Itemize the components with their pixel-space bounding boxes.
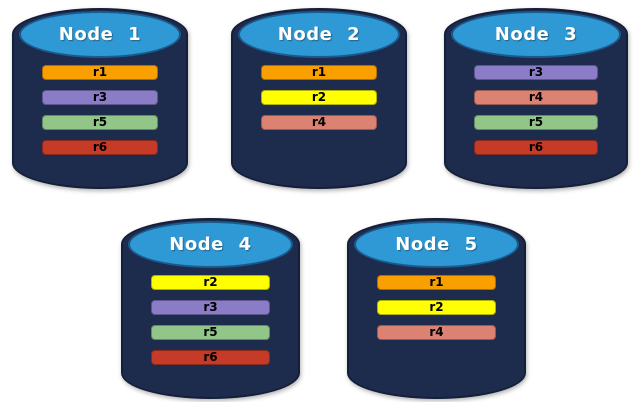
cylinder-top-ellipse: Node 1 [19, 11, 181, 58]
node-cylinder-2: Node 2 r1 r2 r4 [231, 8, 407, 189]
replica-list: r1 r2 r4 [261, 65, 377, 130]
replica-bar: r5 [151, 325, 270, 340]
replica-bar: r4 [474, 90, 598, 105]
replica-bar: r6 [151, 350, 270, 365]
cylinder-top-ellipse: Node 5 [354, 221, 519, 268]
cylinder-top-ellipse: Node 2 [238, 11, 400, 58]
node-cylinder-5: Node 5 r1 r2 r4 [347, 218, 526, 399]
replica-bar: r4 [377, 325, 496, 340]
node-title: Node 5 [395, 234, 478, 255]
replica-bar: r6 [474, 140, 598, 155]
replica-label: r2 [203, 275, 218, 289]
replica-bar: r4 [261, 115, 377, 130]
node-cylinder-4: Node 4 r2 r3 r5 r6 [121, 218, 300, 399]
replica-bar: r2 [261, 90, 377, 105]
replica-list: r3 r4 r5 r6 [474, 65, 598, 155]
replica-label: r6 [92, 140, 108, 154]
replica-label: r6 [203, 350, 218, 364]
node-title: Node 3 [494, 24, 578, 45]
replica-list: r1 r3 r5 r6 [42, 65, 158, 155]
replica-label: r1 [429, 275, 444, 289]
replica-bar: r5 [42, 115, 158, 130]
replica-label: r3 [203, 300, 218, 314]
replica-label: r3 [528, 65, 544, 79]
cylinder-top-ellipse: Node 4 [128, 221, 293, 268]
node-title: Node 1 [58, 24, 142, 45]
replica-label: r4 [528, 90, 544, 104]
replica-bar: r6 [42, 140, 158, 155]
replica-bar: r3 [42, 90, 158, 105]
replica-label: r5 [528, 115, 544, 129]
replica-list: r1 r2 r4 [377, 275, 496, 340]
replica-bar: r1 [42, 65, 158, 80]
replica-label: r5 [92, 115, 108, 129]
replica-list: r2 r3 r5 r6 [151, 275, 270, 365]
node-cylinder-1: Node 1 r1 r3 r5 r6 [12, 8, 188, 189]
replica-label: r6 [528, 140, 544, 154]
cylinder-top-ellipse: Node 3 [451, 11, 621, 58]
replica-bar: r1 [377, 275, 496, 290]
replica-label: r2 [429, 300, 444, 314]
replica-bar: r1 [261, 65, 377, 80]
replica-bar: r2 [151, 275, 270, 290]
node-title: Node 2 [277, 24, 361, 45]
replica-bar: r5 [474, 115, 598, 130]
replica-label: r2 [311, 90, 327, 104]
replica-label: r1 [92, 65, 108, 79]
replica-label: r4 [429, 325, 444, 339]
replica-bar: r3 [151, 300, 270, 315]
replica-bar: r2 [377, 300, 496, 315]
node-cylinder-3: Node 3 r3 r4 r5 r6 [444, 8, 628, 189]
node-title: Node 4 [169, 234, 252, 255]
replica-label: r3 [92, 90, 108, 104]
replica-label: r5 [203, 325, 218, 339]
replica-label: r1 [311, 65, 327, 79]
replica-label: r4 [311, 115, 327, 129]
replica-bar: r3 [474, 65, 598, 80]
